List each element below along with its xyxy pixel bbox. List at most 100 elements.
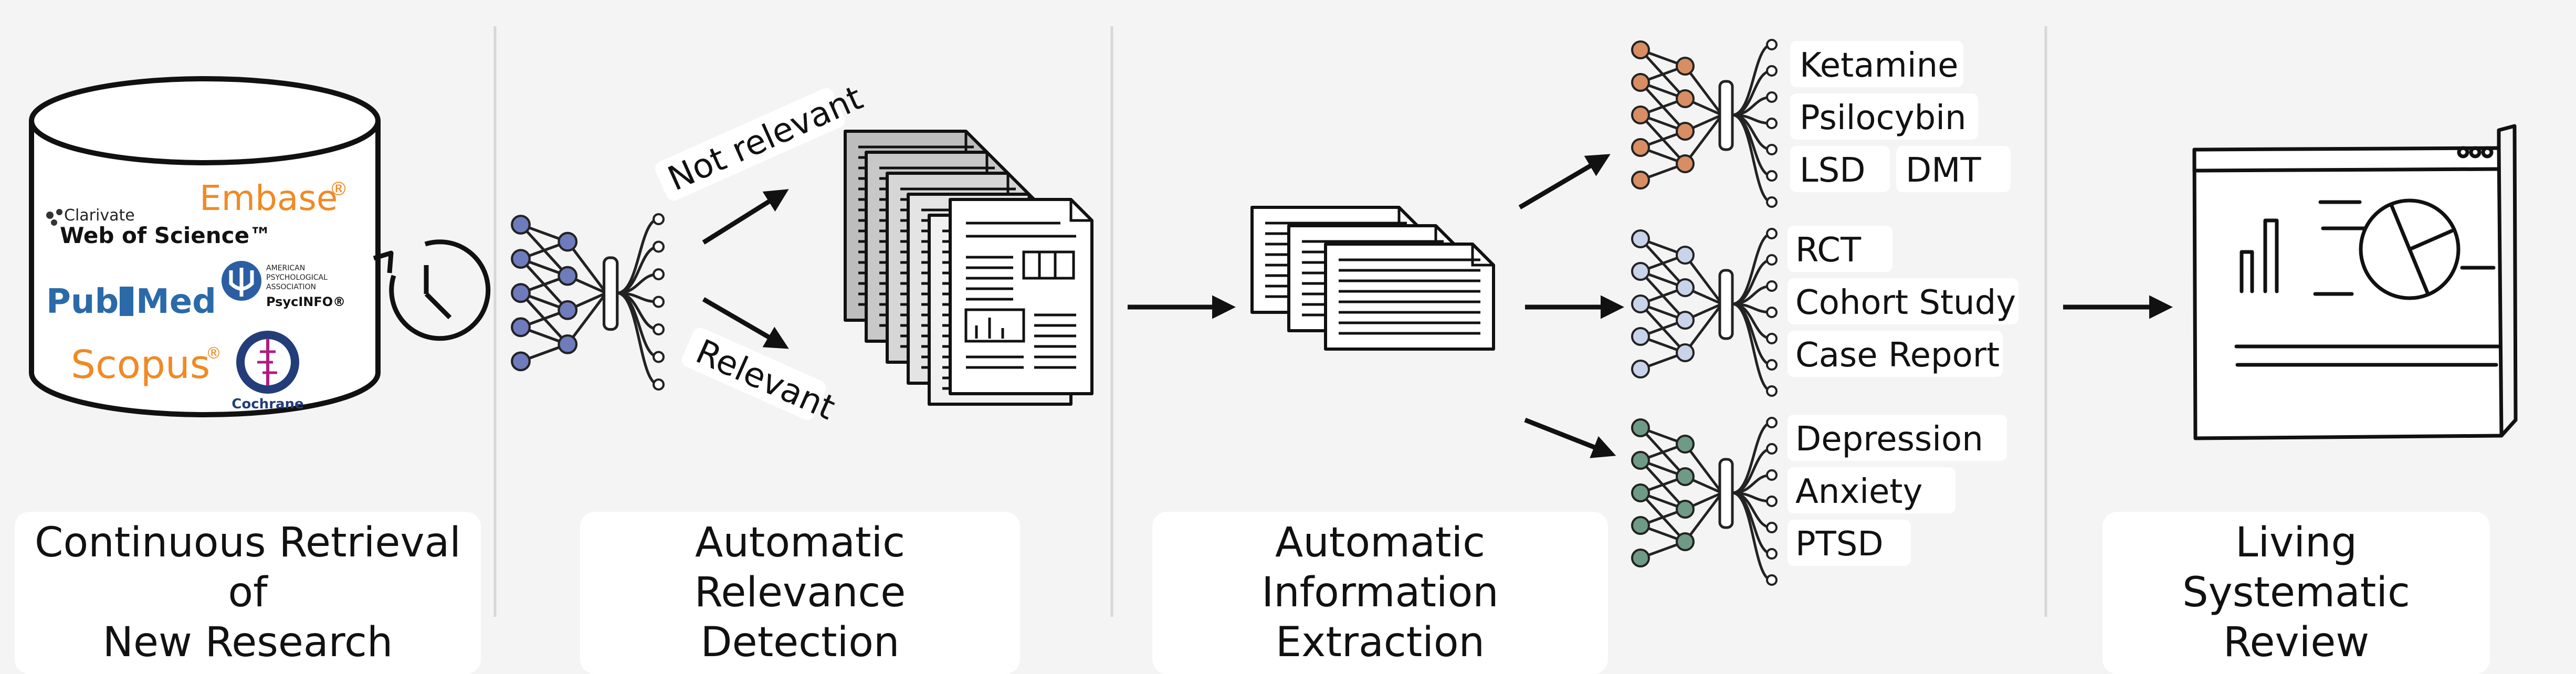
svg-text:Psilocybin: Psilocybin	[1800, 99, 1967, 138]
network-output-node	[652, 296, 665, 308]
document-icon	[949, 198, 1094, 395]
network-output-node	[1766, 333, 1778, 344]
label-ketamine: Ketamine	[1790, 41, 1963, 87]
network-node	[1676, 435, 1695, 454]
svg-text:DMT: DMT	[1906, 151, 1982, 190]
embase-logo: Embase ®	[199, 178, 348, 218]
network-node	[1631, 451, 1650, 470]
network-output-node	[1766, 574, 1778, 586]
apa-psi-icon	[222, 261, 261, 301]
apa-psycinfo-logo: AMERICAN PSYCHOLOGICAL ASSOCIATION PsycI…	[222, 261, 345, 309]
network-node	[1676, 154, 1695, 173]
network-output-node	[1766, 469, 1778, 481]
network-node	[558, 334, 578, 354]
network-node	[1631, 40, 1650, 59]
network-node	[1631, 516, 1650, 535]
stage-separators	[493, 26, 2047, 617]
network-output-node	[1766, 228, 1778, 239]
network-output-node	[1766, 170, 1778, 182]
svg-text:Case Report: Case Report	[1795, 336, 2000, 375]
network-output-node	[652, 213, 665, 226]
network-node	[511, 249, 531, 269]
clarivate-logo: Clarivate Web of Science™	[46, 206, 271, 248]
relevant-label: Relevant	[681, 328, 840, 428]
svg-text:Anxiety: Anxiety	[1795, 472, 1922, 511]
network-node	[1676, 500, 1695, 519]
network-output-node	[1766, 254, 1778, 266]
svg-text:LSD: LSD	[1800, 151, 1866, 190]
network-output-node	[1766, 144, 1778, 155]
network-node	[1631, 106, 1650, 124]
network-node	[1631, 294, 1650, 313]
network-output-node	[1766, 91, 1778, 103]
network-output-node	[652, 378, 665, 391]
condition-labels: Depression Anxiety PTSD	[1788, 415, 2007, 566]
psycinfo-text: PsycINFO®	[266, 294, 345, 309]
network-node	[558, 266, 578, 286]
database-cylinder-icon	[29, 76, 381, 417]
network-node	[1631, 229, 1650, 248]
network-output-node	[652, 268, 665, 281]
network-output-node	[652, 240, 665, 253]
network-node	[1676, 467, 1695, 486]
network-output-node	[652, 351, 665, 363]
to-substance-model-arrow	[1518, 154, 1611, 209]
network-node	[511, 283, 531, 303]
clarivate-text: Clarivate	[64, 206, 135, 225]
network-node	[1676, 343, 1695, 362]
network-output-node	[1766, 196, 1778, 208]
pubmed-pub-text: Pub	[46, 282, 119, 321]
svg-text:RCT: RCT	[1795, 231, 1862, 270]
motion-lines-icon	[2313, 200, 2496, 296]
clarivate-mark-icon	[46, 209, 62, 226]
label-depression: Depression	[1788, 415, 2007, 461]
network-node	[1631, 549, 1650, 567]
pubmed-logo: Pub Med	[46, 282, 216, 321]
network-node	[511, 215, 531, 235]
network-node	[1631, 262, 1650, 281]
network-output-node	[1766, 307, 1778, 318]
pipeline-diagram: Clarivate Web of Science™ Embase ® Pub M…	[29, 26, 2518, 617]
label-dmt: DMT	[1896, 146, 2011, 192]
cochrane-ring-icon	[236, 331, 299, 394]
network-edges	[1639, 232, 1772, 393]
embase-text: Embase	[199, 178, 338, 218]
apa-line2-text: PSYCHOLOGICAL	[266, 273, 328, 282]
studytype-labels: RCT Cohort Study Case Report	[1788, 226, 2018, 377]
caption-retrieval: Continuous Retrieval of New Research	[15, 512, 481, 674]
network-node	[1676, 89, 1695, 108]
substance-labels: Ketamine Psilocybin LSD DMT	[1790, 41, 2011, 192]
svg-text:Cohort Study: Cohort Study	[1795, 283, 2016, 322]
network-node	[1676, 122, 1695, 141]
scopus-text: Scopus	[71, 342, 210, 387]
network-node	[1676, 311, 1695, 330]
document-icon	[1324, 243, 1495, 351]
substance-extraction-network-icon	[1631, 39, 1778, 208]
network-edges	[1639, 43, 1772, 204]
label-lsd: LSD	[1790, 146, 1890, 192]
svg-text:Depression: Depression	[1795, 420, 1983, 459]
network-output-node	[1766, 39, 1778, 50]
text-lines-icon	[2234, 344, 2501, 367]
embase-registered-mark: ®	[329, 178, 348, 200]
scopus-registered-mark: ®	[206, 344, 222, 363]
network-node	[511, 317, 531, 338]
label-anxiety: Anxiety	[1788, 467, 1955, 513]
not-relevant-text: Not relevant	[663, 79, 868, 199]
network-node	[558, 300, 578, 320]
network-node	[1631, 483, 1650, 502]
label-rct: RCT	[1788, 226, 1892, 272]
network-node	[1631, 418, 1650, 437]
cochrane-logo: Cochrane	[232, 331, 304, 412]
to-condition-model-arrow	[1524, 417, 1616, 458]
clock-refresh-icon	[373, 239, 491, 341]
network-node	[1631, 138, 1650, 157]
caption-extraction: Automatic Information Extraction	[1152, 512, 1608, 674]
pubmed-book-icon	[120, 287, 133, 316]
studytype-extraction-network-icon	[1631, 228, 1778, 397]
network-node	[1676, 532, 1695, 551]
network-node	[1676, 278, 1695, 297]
bar-chart-icon	[2239, 218, 2279, 293]
not-relevant-label: Not relevant	[655, 79, 868, 201]
network-edges	[520, 217, 659, 386]
